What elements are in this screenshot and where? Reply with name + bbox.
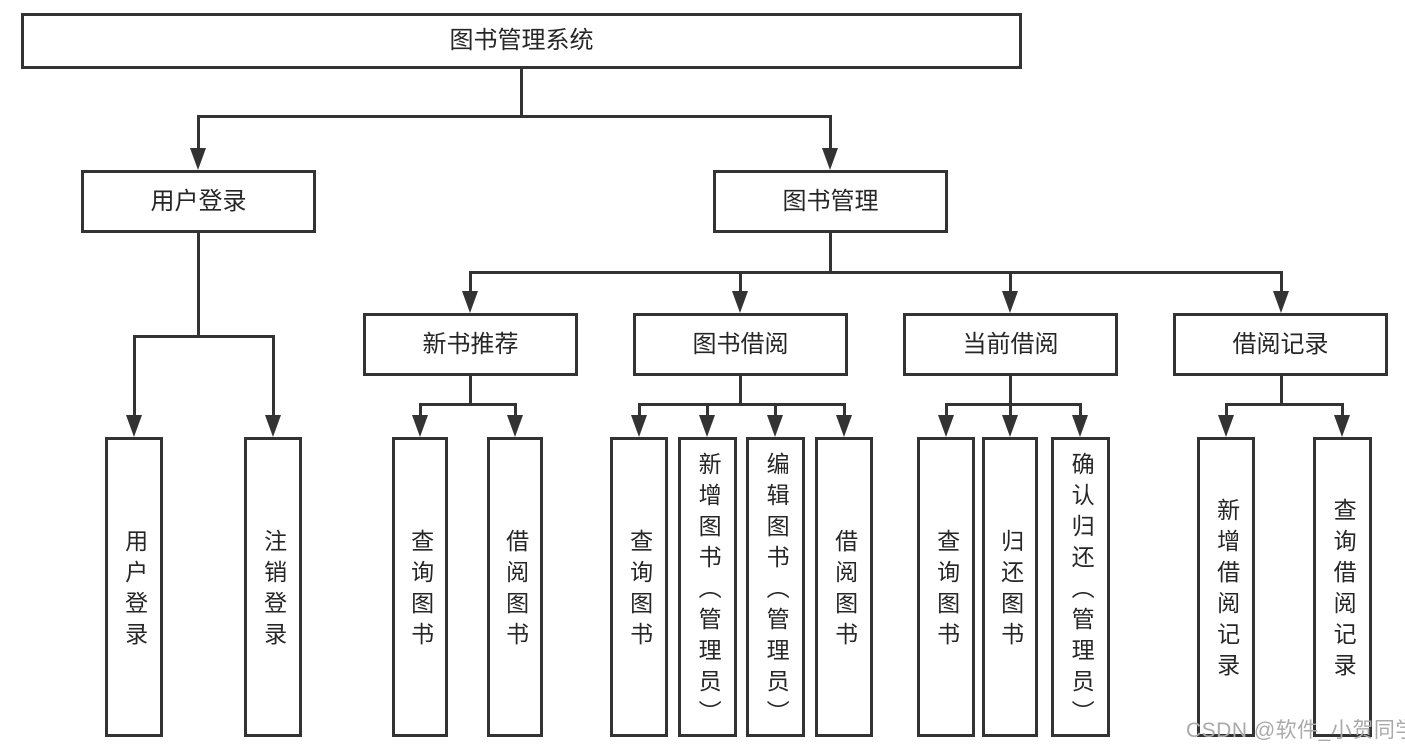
arrow-down-icon xyxy=(836,415,852,437)
connector-line xyxy=(197,115,832,118)
connector-line xyxy=(945,403,1082,406)
node-nbr-query-book: 查询图书 xyxy=(392,437,448,737)
connector-line xyxy=(706,403,709,417)
node-br-add-record: 新增借阅记录 xyxy=(1197,437,1255,737)
connector-line xyxy=(419,403,422,417)
node-borrow-record: 借阅记录 xyxy=(1173,313,1388,376)
node-nbr-borrow-book: 借阅图书 xyxy=(487,437,543,737)
connector-line xyxy=(1341,403,1344,417)
node-borrow-record-label: 借阅记录 xyxy=(1232,330,1329,358)
node-bb-edit-book: 编辑图书（管理员） xyxy=(746,437,805,737)
connector-line xyxy=(1280,376,1283,405)
connector-line xyxy=(469,376,472,405)
connector-line xyxy=(133,335,136,417)
connector-line xyxy=(197,233,200,337)
node-book-borrow-label: 图书借阅 xyxy=(692,330,789,358)
node-bb-query-book-label: 查询图书 xyxy=(626,529,653,653)
node-current-borrow: 当前借阅 xyxy=(903,313,1118,376)
connector-line xyxy=(638,403,846,406)
arrow-down-icon xyxy=(1002,415,1018,437)
arrow-down-icon xyxy=(265,415,281,437)
node-bb-borrow-book: 借阅图书 xyxy=(815,437,873,737)
node-logout-label: 注销登录 xyxy=(260,529,287,653)
connector-line xyxy=(272,335,275,417)
connector-line xyxy=(638,403,641,417)
node-bb-edit-book-label: 编辑图书（管理员） xyxy=(763,451,790,731)
node-bb-add-book: 新增图书（管理员） xyxy=(678,437,737,737)
connector-line xyxy=(1009,376,1012,405)
arrow-down-icon xyxy=(1334,415,1350,437)
node-login: 用户登录 xyxy=(105,437,163,737)
arrow-down-icon xyxy=(1002,291,1018,313)
node-new-book-recommend: 新书推荐 xyxy=(363,313,578,376)
connector-line xyxy=(1225,403,1228,417)
arrow-down-icon xyxy=(1072,415,1088,437)
connector-line xyxy=(1225,403,1344,406)
node-book-borrow: 图书借阅 xyxy=(633,313,848,376)
node-cb-confirm-return: 确认归还（管理员） xyxy=(1051,437,1110,737)
connector-line xyxy=(133,335,275,338)
watermark: CSDN @软件_小贺同学 xyxy=(1186,719,1405,742)
connector-line xyxy=(829,233,832,273)
connector-line xyxy=(419,403,517,406)
node-logout: 注销登录 xyxy=(244,437,302,737)
connector-line xyxy=(739,376,742,405)
arrow-down-icon xyxy=(190,148,206,170)
arrow-down-icon xyxy=(732,291,748,313)
arrow-down-icon xyxy=(1218,415,1234,437)
node-cb-confirm-return-label: 确认归还（管理员） xyxy=(1068,451,1095,731)
connector-line xyxy=(829,115,832,150)
node-user-login: 用户登录 xyxy=(81,170,316,233)
connector-line xyxy=(945,403,948,417)
connector-line xyxy=(739,271,742,293)
arrow-down-icon xyxy=(1273,291,1289,313)
node-bb-query-book: 查询图书 xyxy=(610,437,668,737)
connector-line xyxy=(774,403,777,417)
node-cb-query-book: 查询图书 xyxy=(917,437,975,737)
arrow-down-icon xyxy=(699,415,715,437)
connector-line xyxy=(197,115,200,150)
node-bb-add-book-label: 新增图书（管理员） xyxy=(695,451,722,731)
node-cb-return-book: 归还图书 xyxy=(982,437,1038,737)
connector-line xyxy=(1280,271,1283,293)
connector-line xyxy=(514,403,517,417)
node-login-label: 用户登录 xyxy=(121,529,148,653)
node-root: 图书管理系统 xyxy=(21,13,1022,69)
node-br-query-record: 查询借阅记录 xyxy=(1313,437,1372,737)
arrow-down-icon xyxy=(412,415,428,437)
connector-line xyxy=(1009,403,1012,417)
node-nbr-query-book-label: 查询图书 xyxy=(407,529,434,653)
arrow-down-icon xyxy=(462,291,478,313)
connector-line xyxy=(469,271,472,293)
connector-line xyxy=(1009,271,1012,293)
node-cb-return-book-label: 归还图书 xyxy=(997,529,1024,653)
node-new-book-recommend-label: 新书推荐 xyxy=(422,330,519,358)
node-br-add-record-label: 新增借阅记录 xyxy=(1213,498,1240,684)
arrow-down-icon xyxy=(507,415,523,437)
node-book-management: 图书管理 xyxy=(713,170,948,233)
node-bb-borrow-book-label: 借阅图书 xyxy=(831,529,858,653)
node-user-login-label: 用户登录 xyxy=(150,187,247,215)
connector-line xyxy=(520,69,523,118)
arrow-down-icon xyxy=(631,415,647,437)
node-current-borrow-label: 当前借阅 xyxy=(962,330,1059,358)
arrow-down-icon xyxy=(126,415,142,437)
node-book-management-label: 图书管理 xyxy=(782,187,879,215)
node-cb-query-book-label: 查询图书 xyxy=(933,529,960,653)
node-nbr-borrow-book-label: 借阅图书 xyxy=(502,529,529,653)
connector-line xyxy=(469,271,1283,274)
node-root-label: 图书管理系统 xyxy=(449,27,594,54)
arrow-down-icon xyxy=(822,148,838,170)
arrow-down-icon xyxy=(938,415,954,437)
arrow-down-icon xyxy=(767,415,783,437)
connector-line xyxy=(843,403,846,417)
node-br-query-record-label: 查询借阅记录 xyxy=(1330,498,1357,684)
connector-line xyxy=(1079,403,1082,417)
